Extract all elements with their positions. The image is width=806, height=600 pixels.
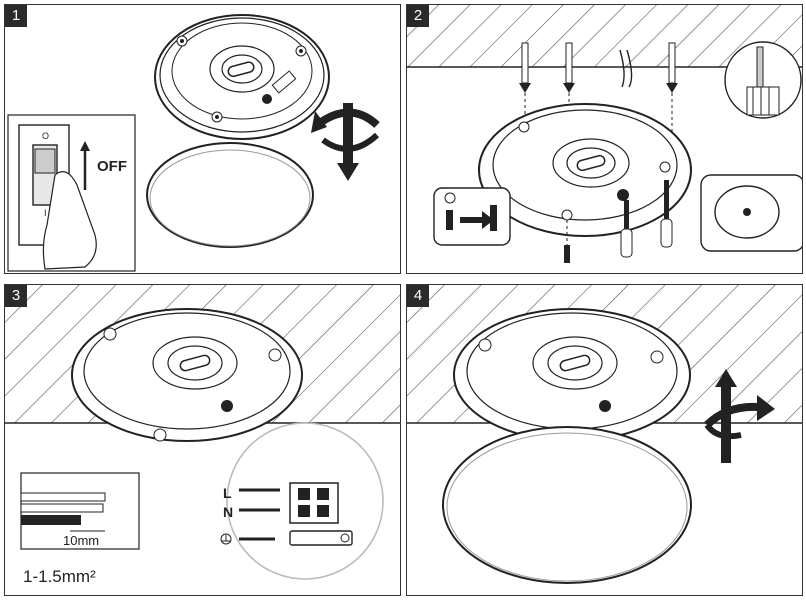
step-3-illustration bbox=[5, 285, 400, 580]
step-1-illustration bbox=[7, 14, 380, 272]
rotate-arrow-icon bbox=[311, 103, 380, 181]
off-label: OFF bbox=[97, 158, 127, 175]
strip-length-label: 10mm bbox=[63, 533, 100, 548]
switch-off-mark: I bbox=[44, 208, 47, 218]
connector-icon bbox=[289, 482, 353, 546]
wire-size-label: 1-1.5mm² bbox=[23, 567, 96, 586]
step-2-panel: 2 bbox=[406, 4, 803, 274]
screwdriver-icon bbox=[620, 180, 673, 258]
power-switch-icon bbox=[7, 114, 136, 272]
step-2-number: 2 bbox=[407, 5, 429, 27]
terminal-l-label: L bbox=[223, 485, 232, 501]
step-4-number: 4 bbox=[407, 285, 429, 307]
step-1-panel: 1 bbox=[4, 4, 401, 274]
step-4-panel: 4 bbox=[406, 284, 803, 596]
step-3-number: 3 bbox=[5, 285, 27, 307]
terminal-n-label: N bbox=[223, 504, 234, 520]
rotate-arrow-icon bbox=[704, 369, 775, 463]
step-2-illustration bbox=[407, 5, 802, 263]
drill-icon bbox=[724, 41, 802, 119]
ground-symbol-icon bbox=[220, 533, 232, 545]
switch-on-mark: O bbox=[42, 131, 50, 141]
screw-icon bbox=[519, 42, 678, 93]
step-3-panel: 3 bbox=[4, 284, 401, 596]
step-4-illustration bbox=[407, 285, 802, 584]
step-1-number: 1 bbox=[5, 5, 27, 27]
